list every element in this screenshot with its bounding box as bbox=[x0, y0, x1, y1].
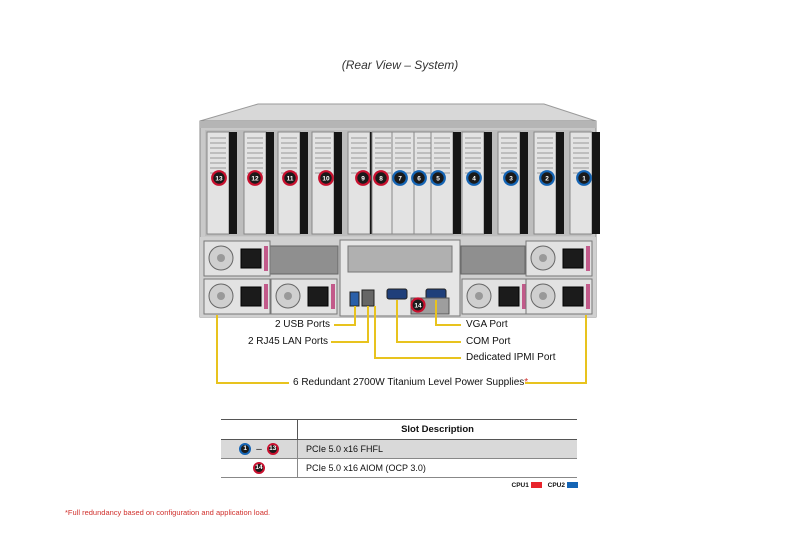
slot-range-cell: 14 bbox=[221, 458, 298, 478]
callout-vga-port: VGA Port bbox=[466, 319, 508, 330]
slot-chip-1: 1 bbox=[576, 170, 592, 186]
chassis-lid bbox=[199, 103, 597, 122]
table-header-slot-description: Slot Description bbox=[297, 419, 577, 440]
slot-chip-label: 5 bbox=[436, 176, 440, 183]
slot-chip-7: 7 bbox=[392, 170, 408, 186]
table-row: 14 PCIe 5.0 x16 AIOM (OCP 3.0) bbox=[221, 458, 577, 478]
table-header-blank bbox=[221, 419, 298, 440]
power-supply-module bbox=[270, 278, 338, 315]
power-supply-module bbox=[203, 278, 271, 315]
slot-chip-1: 1 bbox=[239, 443, 252, 455]
callout-power-supplies: 6 Redundant 2700W Titanium Level Power S… bbox=[293, 377, 528, 389]
slot-chip-9: 9 bbox=[355, 170, 371, 186]
slot-chip-6: 6 bbox=[411, 170, 427, 186]
power-supply-module bbox=[461, 278, 529, 315]
diagram-title: (Rear View – System) bbox=[341, 58, 459, 72]
slot-chip-13: 13 bbox=[266, 443, 279, 455]
legend-cpu1-label: CPU1 bbox=[511, 482, 529, 489]
slot-chip-label: 9 bbox=[361, 176, 365, 183]
power-supply-module bbox=[203, 240, 271, 277]
slot-desc-cell: PCIe 5.0 x16 FHFL bbox=[297, 439, 577, 459]
slot-description-table: Slot Description 1–13 PCIe 5.0 x16 FHFL … bbox=[221, 419, 577, 478]
slot-chip-label: 3 bbox=[509, 176, 513, 183]
callout-ipmi-port: Dedicated IPMI Port bbox=[466, 352, 556, 363]
slot-chip-label: 11 bbox=[287, 176, 294, 183]
slot-chip-label: 4 bbox=[472, 176, 476, 183]
slot-chip-label: 8 bbox=[379, 176, 383, 183]
slot-chip-label: 10 bbox=[322, 176, 330, 183]
com-port-shape bbox=[386, 288, 408, 300]
slot-chip-label: 6 bbox=[417, 176, 421, 183]
slot-chip-label: 12 bbox=[251, 176, 259, 183]
callout-com-port: COM Port bbox=[466, 336, 511, 347]
power-supply-module bbox=[525, 278, 593, 315]
aiom-chip-label: 14 bbox=[414, 303, 422, 310]
legend-cpu2-label: CPU2 bbox=[547, 482, 565, 489]
slot-chip-label: 13 bbox=[215, 176, 223, 183]
legend-cpu1-swatch bbox=[530, 482, 542, 489]
range-dash: – bbox=[256, 443, 262, 455]
vent-left bbox=[267, 245, 339, 275]
slot-chip-label: 7 bbox=[398, 176, 402, 183]
slot-chip-12: 12 bbox=[247, 170, 263, 186]
vent-right bbox=[460, 245, 526, 275]
aiom-chip-14: 14 bbox=[410, 297, 426, 313]
power-supply-module bbox=[525, 240, 593, 277]
slot-chip-14: 14 bbox=[253, 462, 265, 474]
slot-chip-8: 8 bbox=[373, 170, 389, 186]
slot-chip-2: 2 bbox=[539, 170, 555, 186]
slot-chip-11: 11 bbox=[282, 170, 298, 186]
slot-chip-4: 4 bbox=[466, 170, 482, 186]
psu-callout-text: 6 Redundant 2700W Titanium Level Power S… bbox=[293, 377, 525, 388]
usb-port-block bbox=[349, 291, 360, 307]
slot-desc-cell: PCIe 5.0 x16 AIOM (OCP 3.0) bbox=[297, 458, 577, 478]
cpu-legend: CPU1 CPU2 bbox=[511, 482, 578, 489]
slot-chip-label: 2 bbox=[545, 176, 549, 183]
slot-chip-10: 10 bbox=[318, 170, 334, 186]
legend-cpu2-swatch bbox=[567, 482, 578, 489]
slot-chip-5: 5 bbox=[430, 170, 446, 186]
callout-usb-ports: 2 USB Ports bbox=[274, 319, 330, 330]
slot-range-cell: 1–13 bbox=[221, 439, 298, 459]
table-row: 1–13 PCIe 5.0 x16 FHFL bbox=[221, 439, 577, 459]
psu-footnote-mark: * bbox=[524, 377, 529, 388]
lan-port-block bbox=[361, 289, 375, 307]
footnote: *Full redundancy based on configuration … bbox=[65, 508, 271, 517]
slot-chip-13: 13 bbox=[211, 170, 227, 186]
slot-chip-3: 3 bbox=[503, 170, 519, 186]
slot-chip-label: 1 bbox=[582, 176, 586, 183]
callout-lines bbox=[216, 300, 587, 384]
callout-lan-ports: 2 RJ45 LAN Ports bbox=[247, 336, 328, 347]
